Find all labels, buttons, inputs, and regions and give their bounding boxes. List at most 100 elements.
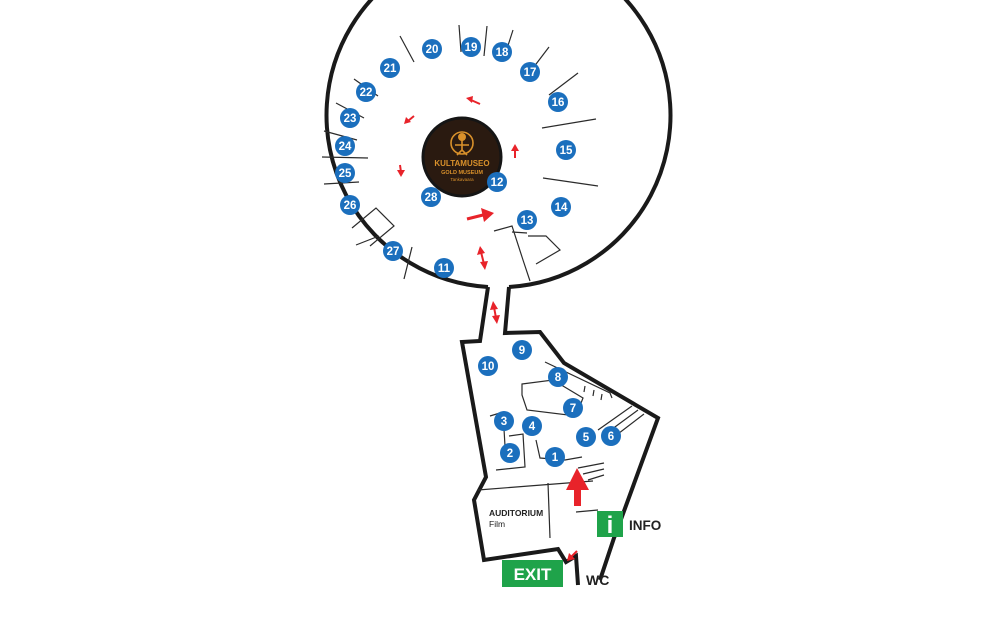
stop-marker (563, 398, 583, 418)
exhibit-stop-11: 11 (434, 258, 454, 278)
stop-number: 8 (555, 372, 562, 384)
exhibit-stop-5: 5 (576, 427, 596, 447)
stop-number: 27 (387, 246, 400, 258)
stop-number: 9 (519, 345, 525, 357)
stop-marker (340, 108, 360, 128)
stop-number: 4 (529, 421, 536, 433)
partition (399, 35, 415, 63)
exhibit-stop-27: 27 (383, 241, 403, 261)
stop-marker (380, 58, 400, 78)
film-label: Film (489, 519, 505, 529)
steps (577, 462, 605, 481)
stop-marker (422, 39, 442, 59)
stop-number: 5 (583, 432, 590, 444)
stop-number: 7 (570, 403, 576, 415)
stop-marker (522, 416, 542, 436)
exhibit-stop-28: 28 (421, 187, 441, 207)
auditorium-label: AUDITORIUM (489, 508, 543, 518)
exhibit-stop-16: 16 (548, 92, 568, 112)
exit-sign: EXIT (502, 560, 563, 587)
stop-marker (461, 37, 481, 57)
showcase (351, 207, 395, 247)
partition (483, 25, 488, 57)
stop-marker (434, 258, 454, 278)
partition (511, 231, 528, 234)
exit-arrow-icon (567, 550, 578, 561)
info-sign: i INFO (597, 511, 661, 539)
stop-marker (551, 197, 571, 217)
stop-number: 3 (501, 416, 507, 428)
two-way-arrow-icon (490, 301, 500, 324)
stop-number: 15 (560, 145, 573, 157)
stop-marker (421, 187, 441, 207)
info-icon (597, 511, 623, 537)
stop-marker (545, 447, 565, 467)
partition (547, 482, 551, 539)
exhibit-stop-10: 10 (478, 356, 498, 376)
partition (542, 177, 599, 187)
arrow-icon (466, 208, 494, 222)
stop-number: 25 (339, 168, 352, 180)
exhibit-stop-9: 9 (512, 340, 532, 360)
stop-number: 24 (339, 141, 352, 153)
exhibit-stop-23: 23 (340, 108, 360, 128)
stop-number: 19 (465, 42, 478, 54)
stop-number: 10 (482, 361, 495, 373)
exhibit-stop-24: 24 (335, 136, 355, 156)
exhibit-stop-13: 13 (517, 210, 537, 230)
stop-marker (520, 62, 540, 82)
stop-marker (548, 367, 568, 387)
partition (355, 235, 380, 246)
arrow-icon (397, 164, 405, 177)
stop-number: 2 (507, 448, 513, 460)
stop-marker (517, 210, 537, 230)
outer-walls (324, 0, 673, 586)
partition (548, 72, 579, 96)
logo-disc (421, 116, 503, 198)
stop-marker (335, 163, 355, 183)
wall-showcases (583, 385, 603, 401)
exhibit-stop-2: 2 (500, 443, 520, 463)
info-icon-glyph: i (607, 512, 614, 539)
exhibit-stop-3: 3 (494, 411, 514, 431)
exhibit-stop-22: 22 (356, 82, 376, 102)
exhibit-stop-8: 8 (548, 367, 568, 387)
wc-label: WC (586, 572, 609, 588)
exhibit-stop-1: 1 (545, 447, 565, 467)
stop-number: 23 (344, 113, 357, 125)
exhibit-stop-20: 20 (422, 39, 442, 59)
arrow-icon (466, 96, 481, 105)
stop-marker (512, 340, 532, 360)
stop-marker (492, 42, 512, 62)
stop-number: 1 (552, 452, 559, 464)
stop-marker (335, 136, 355, 156)
exhibit-stop-21: 21 (380, 58, 400, 78)
stop-number: 26 (344, 200, 357, 212)
stop-number: 11 (438, 263, 451, 275)
partition (575, 509, 599, 513)
exhibit-stop-4: 4 (522, 416, 542, 436)
arrow-icon (404, 115, 415, 124)
stop-number: 14 (555, 202, 568, 214)
prospector-emblem-icon (450, 131, 474, 156)
logo-subtitle: GOLD MUSEUM (441, 170, 483, 176)
exit-sign-background (502, 560, 563, 587)
showcase (493, 225, 531, 282)
stop-number: 28 (425, 192, 438, 204)
entrance-arrow-icon (566, 468, 589, 506)
arrow-icon (511, 144, 519, 158)
lower-hall-wall-right (502, 286, 661, 581)
partition (458, 24, 462, 53)
stop-marker (383, 241, 403, 261)
gold-museum-logo: KULTAMUSEO GOLD MUSEUM Tankavaara (421, 116, 503, 198)
stop-number: 21 (384, 63, 397, 75)
stop-marker (478, 356, 498, 376)
stop-marker (500, 443, 520, 463)
stop-marker (494, 411, 514, 431)
direction-arrows (397, 96, 589, 561)
info-label: INFO (629, 518, 661, 533)
stop-marker (556, 140, 576, 160)
exit-label: EXIT (514, 565, 552, 584)
stop-number: 12 (491, 177, 504, 189)
